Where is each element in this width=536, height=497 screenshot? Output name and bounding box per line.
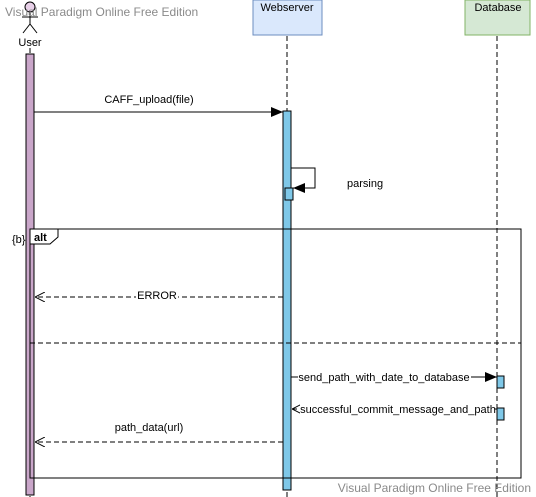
webserver-self-activation[interactable] xyxy=(284,187,294,201)
watermark-top: Visual Paradigm Online Free Edition xyxy=(5,5,198,19)
path-data-return-label: path_data(url) xyxy=(115,422,184,434)
alt-guard-label: {b} xyxy=(12,234,26,246)
watermark-bottom: Visual Paradigm Online Free Edition xyxy=(338,481,531,495)
webserver-header[interactable] xyxy=(252,0,323,36)
error-return-label: ERROR xyxy=(137,290,177,302)
database-activation-bar-1[interactable] xyxy=(496,375,505,389)
user-actor-icon[interactable] xyxy=(22,1,38,34)
parsing-self-message-arrow[interactable] xyxy=(291,167,316,193)
upload-message-label: CAFF_upload(file) xyxy=(104,94,193,106)
alt-fragment-tab xyxy=(29,228,59,245)
parsing-message-label: parsing xyxy=(347,178,383,190)
alt-fragment[interactable] xyxy=(29,228,522,479)
webserver-header-label: Webserver xyxy=(261,2,314,14)
error-label-bg xyxy=(136,289,178,303)
database-header[interactable] xyxy=(464,0,531,36)
database-activation-bar-2[interactable] xyxy=(496,407,505,421)
commit-label-bg xyxy=(300,402,495,416)
webserver-activation-bar[interactable] xyxy=(282,110,292,491)
user-actor-label: User xyxy=(18,37,42,49)
database-header-label: Database xyxy=(474,2,521,14)
send-path-label-bg xyxy=(298,370,471,384)
alt-operator-label: alt xyxy=(34,232,47,244)
commit-return-label: successful_commit_message_and_path xyxy=(300,404,496,416)
send-path-message-label: send_path_with_date_to_database xyxy=(298,372,469,384)
